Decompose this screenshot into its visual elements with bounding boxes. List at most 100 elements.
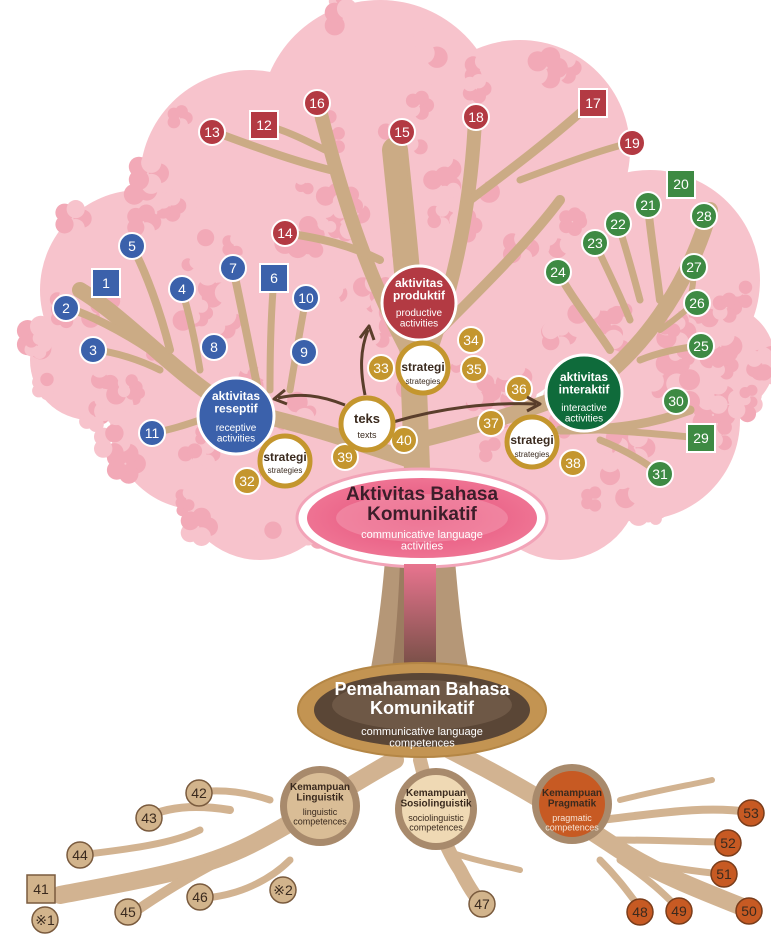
activities-competences-connector [404,564,436,679]
marker-35[interactable]: 35 [460,355,488,383]
marker-22[interactable]: 22 [604,210,632,238]
branch-to-17 [465,99,595,205]
activities-main-subtitle-line: communicative language [361,529,483,541]
hub-texts-subtitle: texts [357,430,377,440]
marker-34[interactable]: 34 [457,326,485,354]
marker-shape [200,333,228,361]
marker-shape [292,284,320,312]
marker-51[interactable]: 51 [710,860,738,888]
marker-43[interactable]: 43 [135,804,163,832]
root-left-4 [76,826,204,859]
marker-42[interactable]: 42 [185,779,213,807]
marker-note-1[interactable]: ※1 [31,906,59,934]
marker-15[interactable]: 15 [388,118,416,146]
marker-11[interactable]: 11 [138,419,166,447]
marker-6[interactable]: 6 [259,263,289,293]
marker-19[interactable]: 19 [618,129,646,157]
marker-47[interactable]: 47 [468,890,496,918]
marker-10[interactable]: 10 [292,284,320,312]
marker-38[interactable]: 38 [559,449,587,477]
marker-30[interactable]: 30 [662,387,690,415]
blossom [295,171,318,195]
blossom [94,424,131,462]
marker-50[interactable]: 50 [735,897,763,925]
marker-label: 20 [673,176,689,192]
marker-7[interactable]: 7 [219,254,247,282]
marker-shape [457,326,485,354]
marker-18[interactable]: 18 [462,103,490,131]
marker-41[interactable]: 41 [26,874,56,904]
marker-1[interactable]: 1 [91,268,121,298]
marker-46[interactable]: 46 [186,883,214,911]
root-right-7 [617,777,715,803]
marker-20[interactable]: 20 [666,169,696,199]
marker-21[interactable]: 21 [634,191,662,219]
marker-28[interactable]: 28 [690,202,718,230]
hub-strategy-center[interactable]: strategi strategies [395,340,451,396]
blossom [581,486,606,512]
marker-2[interactable]: 2 [52,294,80,322]
marker-shape [118,232,146,260]
marker-note-2[interactable]: ※2 [269,876,297,904]
marker-12[interactable]: 12 [249,110,279,140]
marker-29[interactable]: 29 [686,423,716,453]
marker-13[interactable]: 13 [198,118,226,146]
marker-label: 7 [229,260,237,276]
marker-14[interactable]: 14 [271,219,299,247]
root-sociolinguistic-subtitle-line: competences [409,822,463,832]
marker-4[interactable]: 4 [168,275,196,303]
marker-label: 3 [89,342,97,358]
hub-texts[interactable]: teks texts [338,395,396,453]
marker-40[interactable]: 40 [390,426,418,454]
marker-5[interactable]: 5 [118,232,146,260]
marker-9[interactable]: 9 [290,338,318,366]
marker-17[interactable]: 17 [578,88,608,118]
marker-label: 52 [720,835,736,851]
marker-3[interactable]: 3 [79,336,107,364]
marker-label: 31 [652,466,668,482]
branch-to-13 [211,128,334,174]
hub-strategy-right[interactable]: strategi strategies [504,414,560,470]
marker-52[interactable]: 52 [714,829,742,857]
marker-53[interactable]: 53 [737,799,765,827]
marker-33[interactable]: 33 [367,354,395,382]
marker-45[interactable]: 45 [114,898,142,926]
marker-27[interactable]: 27 [680,253,708,281]
marker-37[interactable]: 37 [477,409,505,437]
root-right-main [441,741,754,917]
marker-32[interactable]: 32 [233,467,261,495]
marker-49[interactable]: 49 [665,897,693,925]
marker-16[interactable]: 16 [303,89,331,117]
marker-23[interactable]: 23 [581,229,609,257]
marker-shape [219,254,247,282]
marker-48[interactable]: 48 [626,898,654,926]
marker-8[interactable]: 8 [200,333,228,361]
marker-31[interactable]: 31 [646,460,674,488]
blossom [413,24,456,68]
hub-productive-subtitle-line: productive [396,308,443,319]
marker-25[interactable]: 25 [687,332,715,360]
marker-39[interactable]: 39 [331,443,359,471]
marker-24[interactable]: 24 [544,258,572,286]
hub-strategy-left[interactable]: strategi strategies [257,433,313,489]
marker-36[interactable]: 36 [505,375,533,403]
arrow-to-productive-head [358,324,376,341]
marker-label: 38 [565,455,581,471]
marker-44[interactable]: 44 [66,841,94,869]
marker-26[interactable]: 26 [683,289,711,317]
